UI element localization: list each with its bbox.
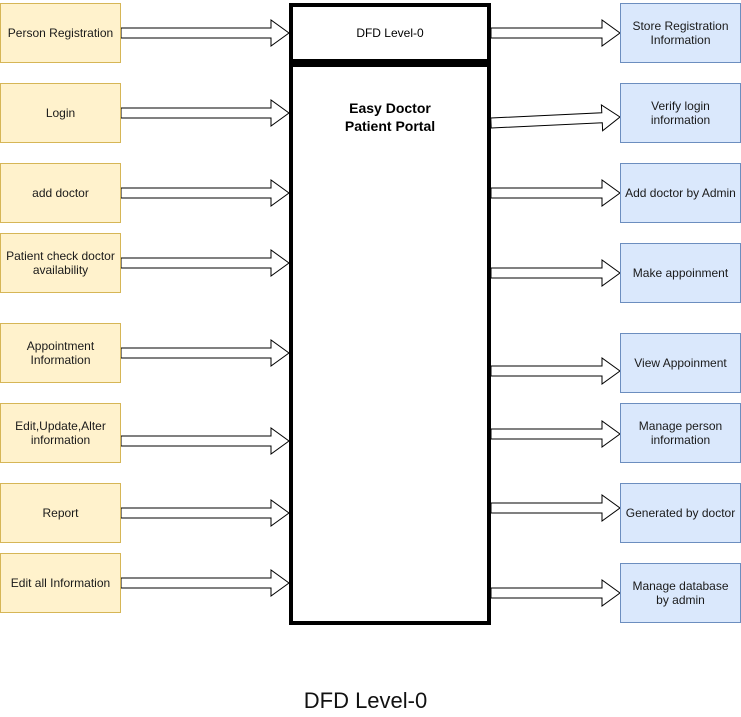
output-view-appointment: View Appoinment bbox=[620, 333, 741, 393]
input-flow-arrow-2 bbox=[120, 99, 290, 127]
system-title: Easy Doctor Patient Portal bbox=[344, 100, 436, 134]
output-flow-arrow-8 bbox=[490, 579, 621, 607]
input-flow-arrow-1 bbox=[120, 19, 290, 47]
output-flow-arrow-2 bbox=[490, 103, 621, 132]
input-flow-arrow-3 bbox=[120, 179, 290, 207]
input-login: Login bbox=[0, 83, 121, 143]
input-edit-all-information: Edit all Information bbox=[0, 553, 121, 613]
system-process-box: Easy Doctor Patient Portal bbox=[289, 63, 491, 625]
output-flow-arrow-3 bbox=[490, 179, 621, 207]
input-flow-arrow-7 bbox=[120, 499, 290, 527]
output-verify-login: Verify login information bbox=[620, 83, 741, 143]
output-manage-person-information: Manage person information bbox=[620, 403, 741, 463]
diagram-caption: DFD Level-0 bbox=[303, 688, 428, 713]
input-edit-update-alter: Edit,Update,Alter information bbox=[0, 403, 121, 463]
input-flow-arrow-5 bbox=[120, 339, 290, 367]
input-flow-arrow-6 bbox=[120, 427, 290, 455]
input-patient-check-availability: Patient check doctor availability bbox=[0, 233, 121, 293]
output-flow-arrow-6 bbox=[490, 420, 621, 448]
output-generated-by-doctor: Generated by doctor bbox=[620, 483, 741, 543]
output-flow-arrow-1 bbox=[490, 19, 621, 47]
input-flow-arrow-8 bbox=[120, 569, 290, 597]
output-add-doctor-by-admin: Add doctor by Admin bbox=[620, 163, 741, 223]
output-make-appointment: Make appoinment bbox=[620, 243, 741, 303]
input-appointment-information: Appointment Information bbox=[0, 323, 121, 383]
input-add-doctor: add doctor bbox=[0, 163, 121, 223]
output-flow-arrow-5 bbox=[490, 357, 621, 385]
output-flow-arrow-4 bbox=[490, 259, 621, 287]
output-flow-arrow-7 bbox=[490, 494, 621, 522]
input-person-registration: Person Registration bbox=[0, 3, 121, 63]
output-store-registration: Store Registration Information bbox=[620, 3, 741, 63]
system-header: DFD Level-0 bbox=[289, 3, 491, 63]
input-flow-arrow-4 bbox=[120, 249, 290, 277]
input-report: Report bbox=[0, 483, 121, 543]
output-manage-database-by-admin: Manage database by admin bbox=[620, 563, 741, 623]
